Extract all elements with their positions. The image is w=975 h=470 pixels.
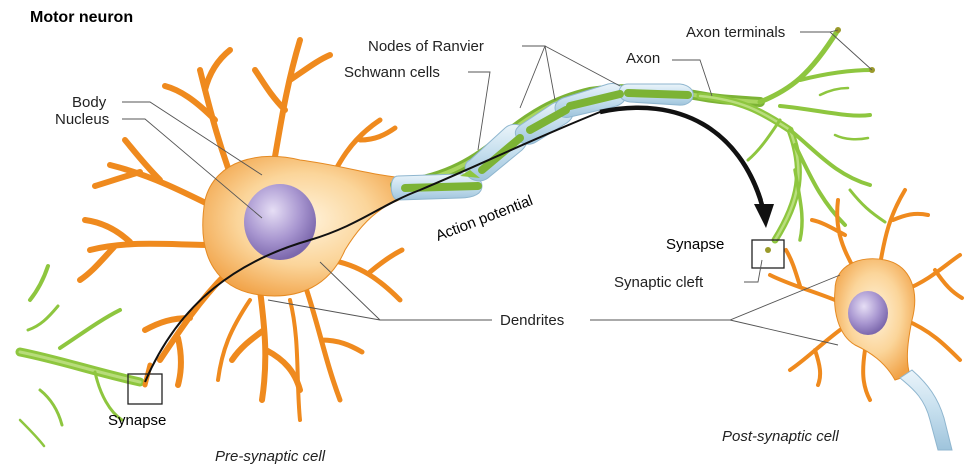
synapse-box-left	[127, 373, 163, 405]
leader-lines	[122, 29, 873, 346]
post-synaptic-nucleus	[848, 291, 888, 335]
label-pre-synaptic-cell: Pre-synaptic cell	[215, 448, 326, 465]
label-nodes-of-ranvier: Nodes of Ranvier	[368, 38, 484, 55]
post-synaptic-axon	[899, 369, 953, 451]
label-axon-terminals: Axon terminals	[686, 24, 785, 41]
action-potential-arrowhead	[754, 204, 774, 228]
label-body: Body	[72, 94, 107, 111]
page-title: Motor neuron	[30, 9, 133, 26]
pre-synaptic-nucleus	[244, 184, 316, 260]
axon-terminal-branches	[696, 27, 887, 244]
axon-visible-segments	[401, 89, 692, 192]
incoming-axon-terminals	[15, 264, 145, 448]
label-post-synaptic-cell: Post-synaptic cell	[722, 428, 839, 445]
post-synaptic-dendrites	[768, 188, 964, 402]
label-synapse-left: Synapse	[108, 412, 166, 429]
synapse-box-right	[751, 239, 785, 269]
label-synaptic-cleft: Synaptic cleft	[614, 274, 704, 291]
action-potential-arrow	[599, 105, 765, 206]
label-synapse-right: Synapse	[666, 236, 724, 253]
label-schwann-cells: Schwann cells	[344, 64, 440, 81]
label-action-potential: Action potential	[433, 192, 535, 245]
label-nucleus: Nucleus	[55, 111, 109, 128]
label-dendrites: Dendrites	[500, 312, 564, 329]
label-axon: Axon	[626, 50, 660, 67]
